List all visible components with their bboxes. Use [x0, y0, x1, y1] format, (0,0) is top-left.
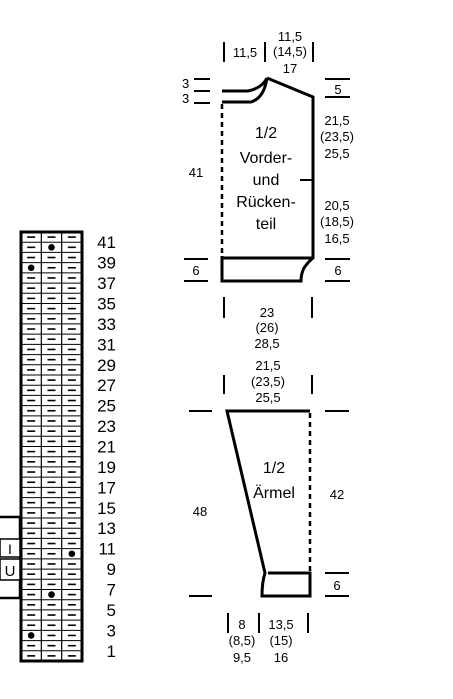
chart-knit-marks [27, 236, 76, 657]
body-title-line-5: teil [256, 216, 276, 233]
sleeve-bottom-right-label-1: 13,5 [268, 617, 293, 632]
sleeve-bottom-right-label-2: (15) [269, 633, 292, 648]
side-label-3: 16,5 [324, 231, 349, 246]
side-label-1: 20,5 [324, 198, 349, 213]
chart-row-label: 9 [107, 560, 116, 579]
chart-row-label: 27 [97, 376, 116, 395]
body-title-line-3: und [253, 172, 280, 189]
chart-purl-dot [48, 591, 55, 598]
body-neckline-back [222, 77, 269, 104]
bottom-width-label-2: (26) [255, 320, 278, 335]
body-height-label: 41 [189, 165, 203, 180]
armhole-label-1: 21,5 [324, 113, 349, 128]
chart-row-label: 31 [97, 335, 116, 354]
chart-purl-marks [27, 244, 76, 639]
sleeve-bottom-left-label-1: 8 [238, 617, 245, 632]
repeat-mark-i: I [8, 541, 12, 557]
chart-grid [21, 232, 82, 661]
rib-right-label: 6 [334, 263, 341, 278]
repeat-marker-box [0, 558, 21, 581]
chart-row-label: 19 [97, 458, 116, 477]
bottom-width-label-1: 23 [260, 305, 274, 320]
chart-row-label: 3 [107, 621, 116, 640]
armhole-label-2: (23,5) [320, 129, 354, 144]
sleeve-piece: 21,5 (23,5) 25,5 1/2 Ärmel 48 42 6 8 (8,… [189, 358, 349, 665]
body-piece: 11,5 11,5 (14,5) 17 3 3 5 1/2 Vorder- un… [182, 29, 354, 351]
sleeve-bottom-right-label-3: 16 [274, 650, 288, 665]
neck-depth-label-2: 3 [182, 91, 189, 106]
sleeve-title-line-1: 1/2 [263, 460, 285, 477]
chart-row-label: 5 [107, 601, 116, 620]
chart-row-label: 25 [97, 397, 116, 416]
body-title-line-4: Rücken- [236, 194, 296, 211]
chart-row-label: 15 [97, 499, 116, 518]
side-label-2: (18,5) [320, 214, 354, 229]
bottom-width-label-3: 28,5 [254, 336, 279, 351]
shoulder-drop-label: 5 [334, 82, 341, 97]
sleeve-bottom-left-label-3: 9,5 [233, 650, 251, 665]
neck-depth-label-1: 3 [182, 76, 189, 91]
repeat-marker-box [0, 538, 21, 558]
sleeve-top-label-2: (23,5) [251, 374, 285, 389]
sleeve-top-label-3: 25,5 [255, 390, 280, 405]
chart-row-label: 1 [107, 642, 116, 661]
sleeve-height-right-label: 42 [330, 487, 344, 502]
chart-row-label: 39 [97, 254, 116, 273]
body-title-line-1: 1/2 [255, 125, 277, 142]
top-left-width-label: 11,5 [233, 45, 257, 60]
chart-purl-dot [27, 264, 35, 272]
cuff-label: 6 [333, 578, 340, 593]
chart-row-label: 33 [97, 315, 116, 334]
chart-row-label: 29 [97, 356, 116, 375]
body-neckline-front [222, 77, 269, 93]
sleeve-title-line-2: Ärmel [253, 484, 295, 502]
chart-row-label: 21 [97, 438, 116, 457]
sleeve-top-label-1: 21,5 [255, 358, 280, 373]
body-title-line-2: Vorder- [240, 150, 292, 167]
chart-purl-dot [27, 632, 35, 639]
chart-row-label: 17 [97, 478, 116, 497]
chart-row-label: 35 [97, 295, 116, 314]
armhole-label-3: 25,5 [324, 146, 349, 161]
chart-row-label: 11 [98, 540, 116, 559]
top-right-width-label-3: 17 [283, 61, 297, 76]
sleeve-outline [225, 409, 312, 598]
sleeve-height-left-label: 48 [193, 504, 207, 519]
chart-row-label: 37 [97, 274, 116, 293]
chart-purl-dot [68, 550, 76, 558]
top-right-width-label-2: (14,5) [273, 44, 307, 59]
chart-purl-dot [48, 244, 55, 251]
chart-row-label: 13 [97, 519, 116, 538]
repeat-mark-u: U [5, 563, 16, 580]
chart-row-label: 23 [97, 417, 116, 436]
chart-row-label: 7 [107, 581, 116, 600]
sleeve-bottom-left-label-2: (8,5) [229, 633, 256, 648]
rib-left-label: 6 [192, 263, 199, 278]
top-right-width-label-1: 11,5 [278, 29, 302, 44]
chart-row-label: 41 [97, 233, 116, 252]
